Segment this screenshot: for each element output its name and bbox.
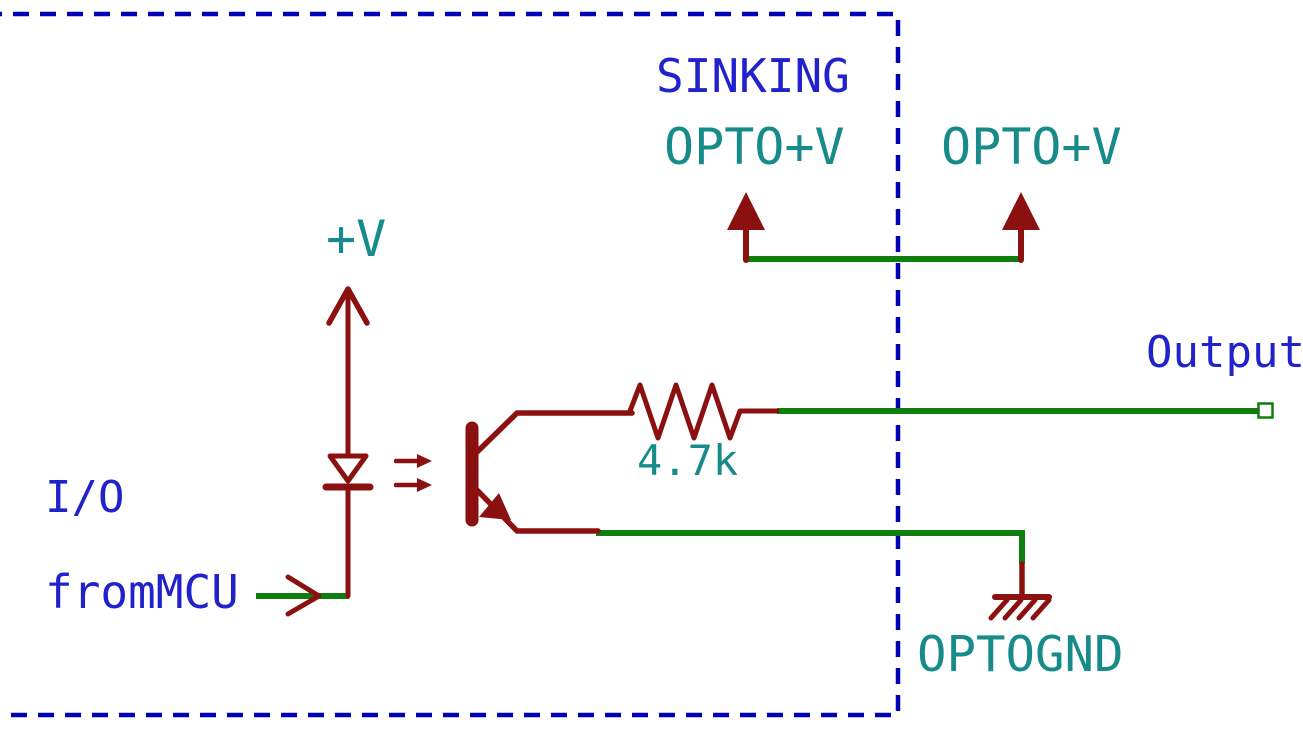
sinking-title-label: SINKING: [656, 49, 850, 103]
light-arrow-top-head: [417, 454, 432, 468]
resistor-value-label: 4.7k: [637, 436, 739, 485]
ground-hash-3: [1016, 597, 1038, 621]
signal-ground-icon: [988, 561, 1052, 621]
net-label-opto-v-left: OPTO+V: [664, 118, 845, 176]
net-label-plus-v: +V: [326, 210, 387, 268]
wire-entry-chevron-icon: [285, 574, 322, 617]
light-arrow-bottom-head: [417, 478, 432, 492]
phototransistor-emitter: [473, 486, 601, 534]
wire-emitter-to-ground: [596, 530, 1025, 564]
resistor-zigzag-icon: [627, 382, 780, 441]
led-diode-icon: [327, 453, 369, 484]
phototransistor-icon: [465, 410, 635, 534]
optocoupler-led: [322, 288, 374, 599]
io-label: I/O: [45, 472, 125, 523]
ground-hash-1: [988, 597, 1010, 621]
power-flag-opto-v-left: [727, 192, 765, 263]
output-label: Output: [1146, 327, 1303, 378]
power-flag-up-arrow-icon: [727, 192, 765, 230]
phototransistor-emitter-arrow: [479, 493, 511, 520]
net-label-optognd: OPTOGND: [917, 626, 1124, 683]
from-mcu-label: fromMCU: [45, 565, 239, 619]
unconnected-wire-end-square-icon: [1257, 402, 1274, 419]
power-flag-opto-v-right: [1002, 192, 1040, 263]
light-emission-arrows-icon: [393, 454, 432, 492]
ground-hash-2: [1002, 597, 1024, 621]
phototransistor-collector: [474, 410, 635, 455]
net-label-opto-v-right: OPTO+V: [941, 118, 1122, 176]
wires: [256, 256, 1274, 599]
power-flag-up-arrow-icon: [1002, 192, 1040, 230]
ground-hash-4: [1030, 597, 1052, 621]
